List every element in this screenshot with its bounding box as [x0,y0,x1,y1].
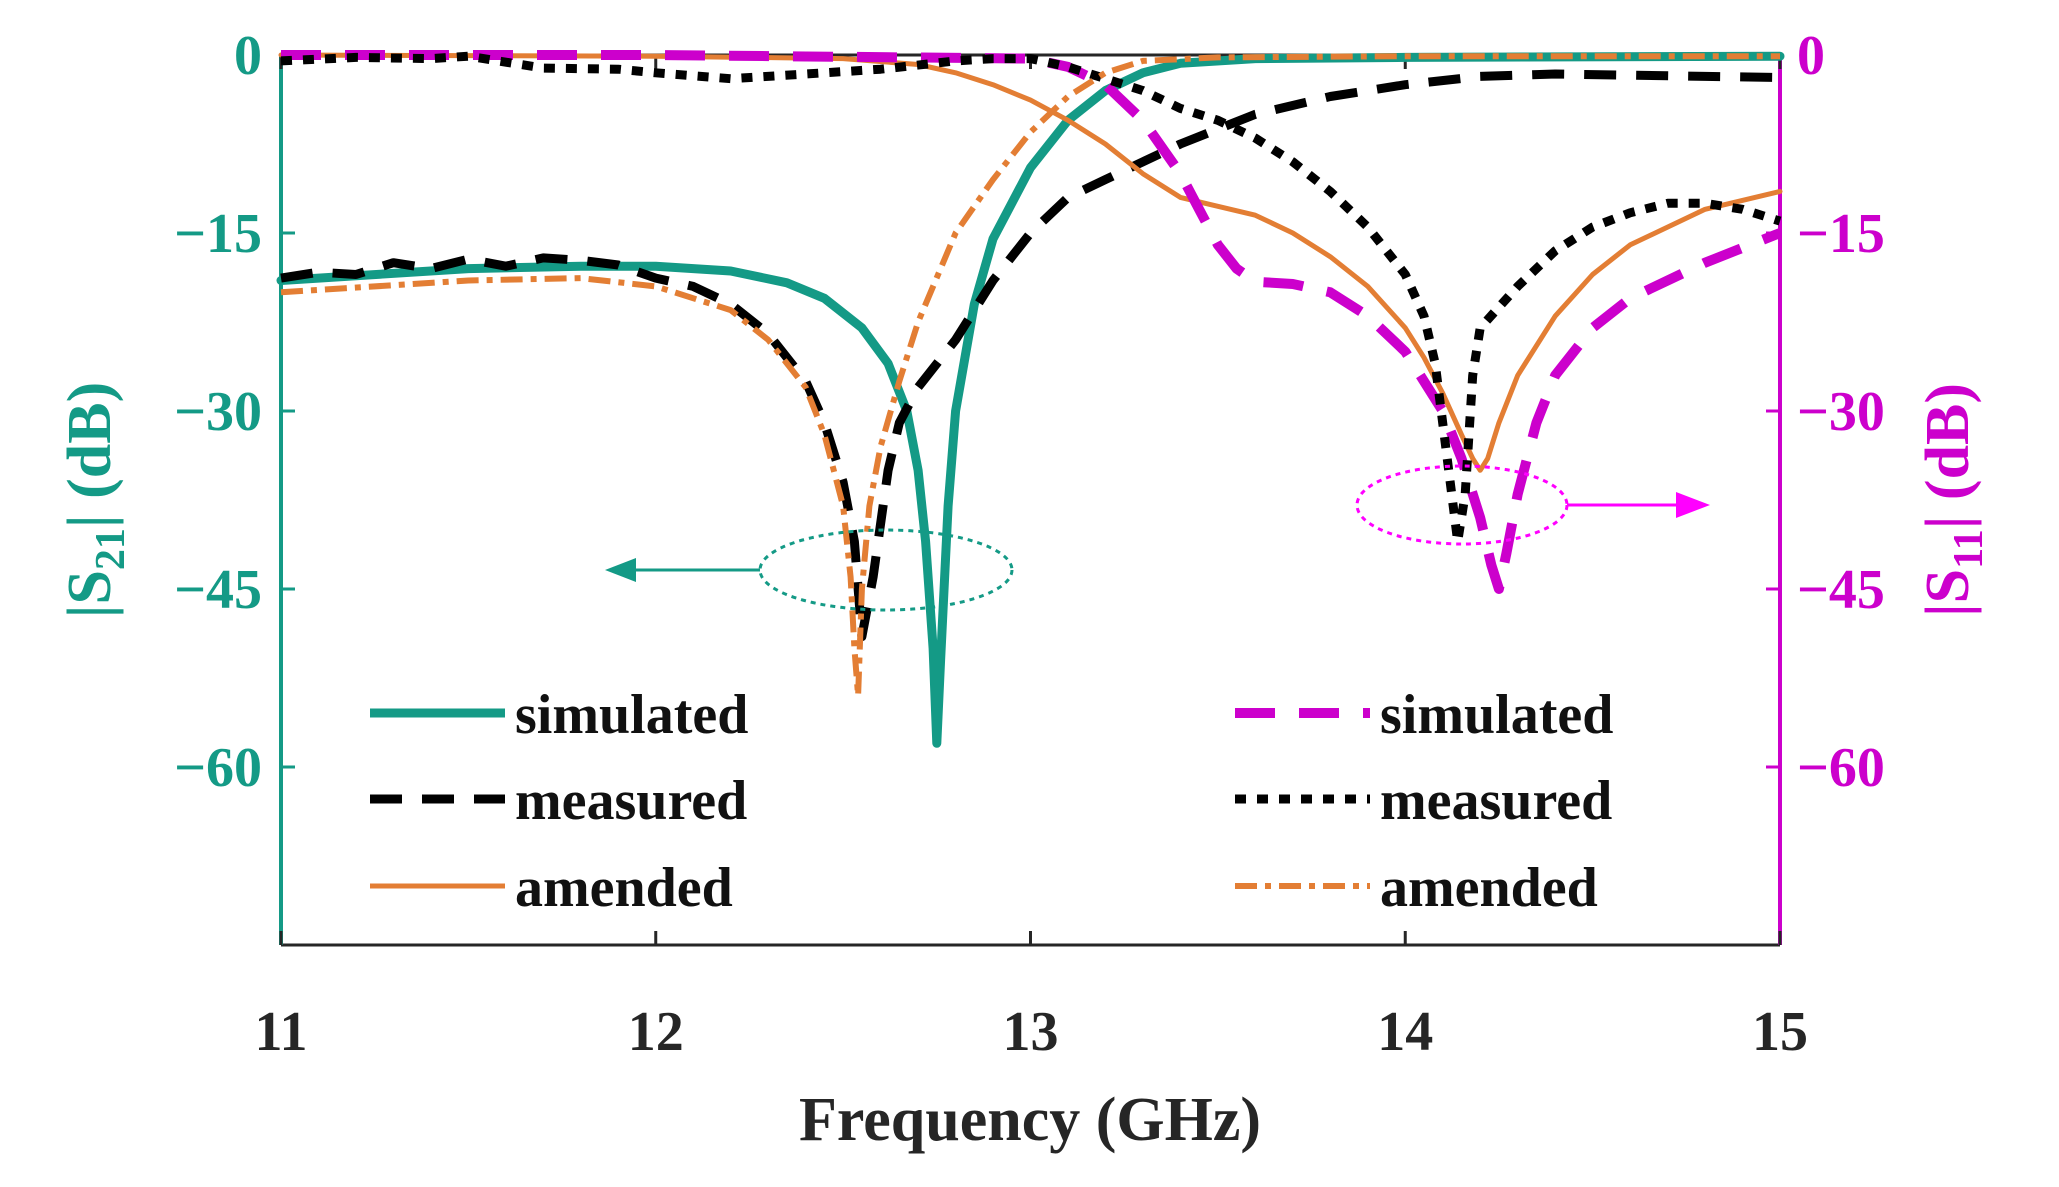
y-tick-label-right: 0 [1797,25,1825,87]
series-right-simulated-line [281,50,1782,594]
legend-left-label-amended: amended [515,857,733,919]
legend-right-label-amended: amended [1380,857,1598,919]
y-tick-label-left: −60 [174,737,262,799]
y-tick-label-right: −15 [1797,203,1885,265]
y-tick-label-right: −30 [1797,381,1885,443]
y-tick-label-left: 0 [234,25,262,87]
y-axis-label-left-prefix: |S [56,570,124,618]
s21-arrow-head [605,558,636,582]
y-tick-label-right: −45 [1797,559,1885,621]
legend-left: simulated measured amended [370,684,748,919]
s21-annotation [605,528,1014,612]
series-left-amended-line [278,52,1783,473]
y-tick-label-left: −30 [174,381,262,443]
x-tick-label: 12 [628,1001,684,1063]
y-axis-label-left-sub: 21 [88,528,134,570]
x-tick-label: 15 [1752,1001,1808,1063]
y-axis-label-right-sub: 11 [1946,529,1992,569]
y-axis-label-right-suffix: | (dB) [1914,383,1982,529]
y-axis-label-left-suffix: | (dB) [56,382,124,528]
s21-ellipse [758,528,1014,612]
y-axis-label-right-prefix: |S [1914,569,1982,617]
x-axis-label: Frequency (GHz) [799,1086,1261,1154]
legend-left-label-simulated: simulated [515,684,748,746]
s11-arrow-head [1676,492,1710,518]
y-tick-label-left: −45 [174,559,262,621]
x-tick-label: 14 [1377,1001,1433,1063]
legend-right: simulated measured amended [1235,684,1613,919]
x-tick-label: 13 [1003,1001,1059,1063]
y-tick-label-right: −60 [1797,737,1885,799]
legend-right-label-measured: measured [1380,770,1612,832]
series-right-measured-line [280,51,1782,546]
legend-right-label-simulated: simulated [1380,684,1613,746]
x-tick-label: 11 [255,1001,308,1063]
s11-annotation [1355,464,1710,546]
legend-left-label-measured: measured [515,770,747,832]
y-axis-label-right: |S11| (dB) [1914,383,1992,617]
series-right-amended-line [280,53,1780,699]
y-axis-label-left: |S21| (dB) [56,382,134,618]
series-left-measured-line [280,69,1781,641]
series-left-simulated-line [276,51,1785,748]
y-tick-label-left: −15 [174,203,262,265]
